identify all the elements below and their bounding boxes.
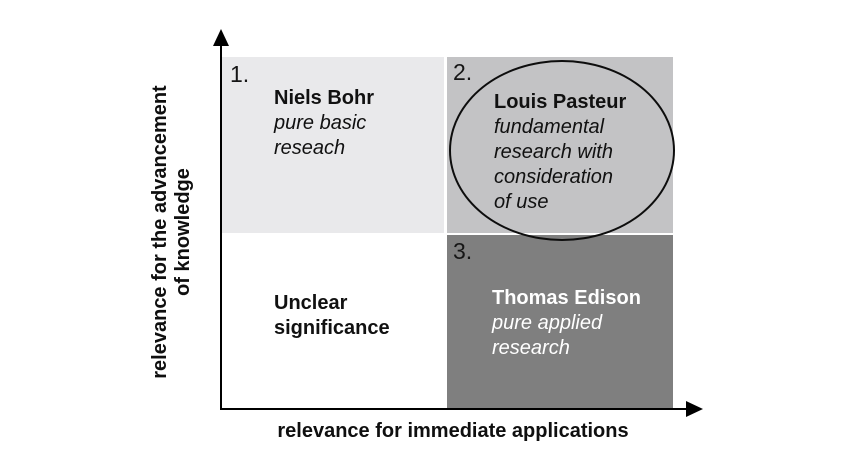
y-axis-arrow-icon: [213, 29, 229, 46]
quadrant-number-3: 3.: [453, 238, 473, 264]
niels-bohr-subtitle-line-1: pure basic: [274, 112, 367, 134]
unclear-significance-line-2: significance: [274, 317, 390, 339]
y-axis-line: [220, 44, 222, 410]
louis-pasteur-subtitle-line-1: fundamental: [494, 116, 605, 138]
y-axis-label-line-2: of knowledge: [172, 168, 194, 296]
thomas-edison-label: Thomas Edison pure applied research: [492, 286, 641, 361]
thomas-edison-title: Thomas Edison: [492, 287, 641, 309]
x-axis-label: relevance for immediate applications: [277, 420, 629, 442]
quadrant-pure-basic-research: [222, 57, 444, 233]
louis-pasteur-subtitle-line-4: of use: [494, 191, 549, 213]
quadrant-number-2: 2.: [453, 59, 473, 85]
quadrant-number-1: 1.: [230, 61, 250, 87]
louis-pasteur-label: Louis Pasteur fundamental research with …: [494, 90, 626, 215]
unclear-significance-label: Unclear significance: [274, 291, 390, 341]
louis-pasteur-subtitle-line-2: research with: [494, 141, 613, 163]
pasteur-ellipse-outline: [449, 60, 675, 241]
niels-bohr-label: Niels Bohr pure basic reseach: [274, 86, 374, 161]
unclear-significance-line-1: Unclear: [274, 292, 348, 314]
y-axis-label: relevance for the advancement of knowled…: [149, 51, 195, 413]
thomas-edison-subtitle-line-1: pure applied: [492, 312, 603, 334]
niels-bohr-title: Niels Bohr: [274, 87, 375, 109]
niels-bohr-subtitle-line-2: reseach: [274, 137, 346, 159]
quadrant-unclear-significance: [222, 235, 444, 408]
thomas-edison-subtitle-line-2: research: [492, 337, 570, 359]
louis-pasteur-subtitle-line-3: consideration: [494, 166, 613, 188]
quadrant-pure-applied-research: [447, 235, 673, 408]
louis-pasteur-title: Louis Pasteur: [494, 91, 627, 113]
x-axis-arrow-icon: [686, 401, 703, 417]
y-axis-label-line-1: relevance for the advancement: [149, 85, 171, 379]
x-axis-line: [220, 408, 688, 410]
